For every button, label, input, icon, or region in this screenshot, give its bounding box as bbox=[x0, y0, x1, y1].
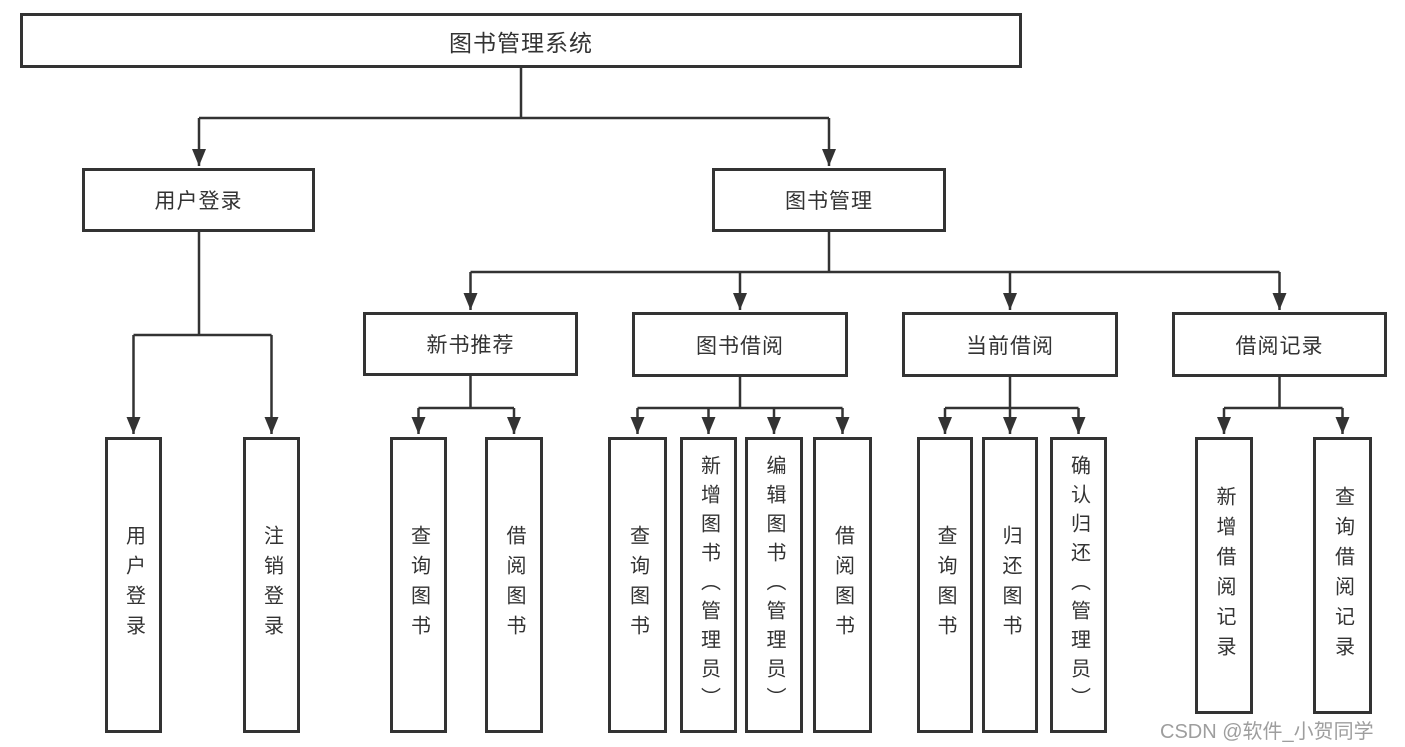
node-query-books: 查询图书 bbox=[608, 437, 667, 733]
leaf-label: 新增图书（管理员） bbox=[697, 454, 720, 716]
node-add-book-admin: 新增图书（管理员） bbox=[680, 437, 737, 733]
node-borrowing-records: 借阅记录 bbox=[1172, 312, 1387, 377]
leaf-label: 归还图书 bbox=[999, 525, 1021, 645]
node-new-book-recommendation: 新书推荐 bbox=[363, 312, 578, 376]
leaf-label: 新增借阅记录 bbox=[1213, 485, 1235, 666]
node-edit-book-admin: 编辑图书（管理员） bbox=[745, 437, 803, 733]
node-query-borrow-record: 查询借阅记录 bbox=[1313, 437, 1372, 714]
node-return-book: 归还图书 bbox=[982, 437, 1038, 733]
node-book-management: 图书管理 bbox=[712, 168, 946, 232]
leaf-label: 确认归还（管理员） bbox=[1067, 454, 1090, 716]
node-book-borrowing: 图书借阅 bbox=[632, 312, 848, 377]
node-query-books: 查询图书 bbox=[917, 437, 973, 733]
leaf-label: 借阅图书 bbox=[831, 525, 854, 645]
node-borrow-books: 借阅图书 bbox=[813, 437, 872, 733]
leaf-label: 注销登录 bbox=[260, 525, 283, 645]
leaf-label: 借阅图书 bbox=[503, 525, 525, 645]
node-library-management-system: 图书管理系统 bbox=[20, 13, 1022, 68]
csdn-watermark: CSDN @软件_小贺同学 bbox=[1160, 721, 1374, 743]
leaf-label: 查询图书 bbox=[407, 525, 430, 645]
node-borrow-books: 借阅图书 bbox=[485, 437, 543, 733]
leaf-label: 查询图书 bbox=[934, 525, 956, 645]
node-user-login-leaf: 用户登录 bbox=[105, 437, 162, 733]
node-logout: 注销登录 bbox=[243, 437, 300, 733]
leaf-label: 查询借阅记录 bbox=[1331, 485, 1354, 666]
node-current-borrowing: 当前借阅 bbox=[902, 312, 1118, 377]
node-user-login: 用户登录 bbox=[82, 168, 315, 232]
node-add-borrow-record: 新增借阅记录 bbox=[1195, 437, 1253, 714]
leaf-label: 查询图书 bbox=[626, 525, 649, 645]
leaf-label: 用户登录 bbox=[122, 525, 145, 645]
leaf-label: 编辑图书（管理员） bbox=[763, 454, 785, 716]
node-query-books: 查询图书 bbox=[390, 437, 447, 733]
node-confirm-return-admin: 确认归还（管理员） bbox=[1050, 437, 1107, 733]
